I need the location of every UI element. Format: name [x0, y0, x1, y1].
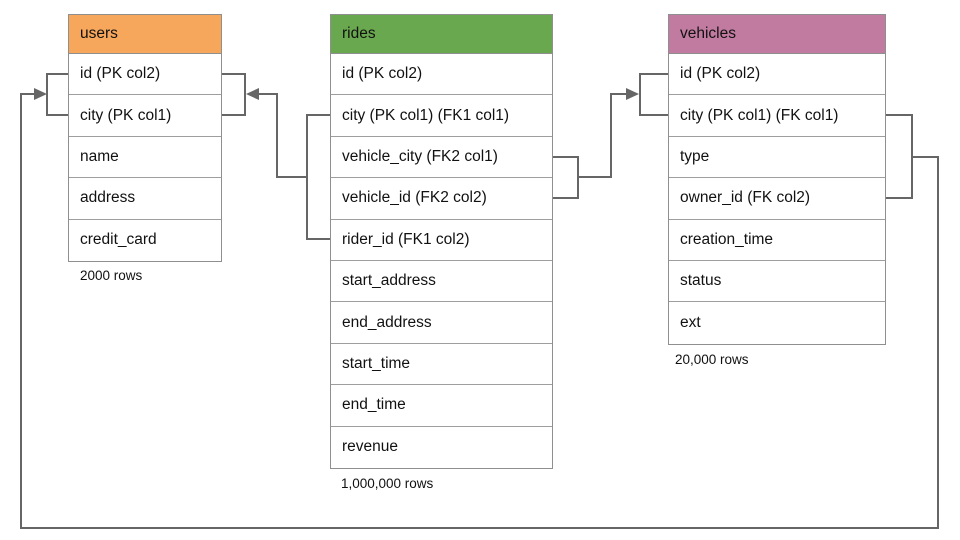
table-row: status: [669, 260, 885, 303]
table-users: users id (PK col2) city (PK col1) name a…: [68, 14, 222, 262]
table-vehicles-header: vehicles: [669, 15, 885, 54]
table-row: end_address: [331, 302, 552, 344]
table-users-header: users: [69, 15, 221, 54]
table-row: ext: [669, 302, 885, 344]
fk2-arrowhead-icon: [626, 88, 639, 100]
table-row: creation_time: [669, 219, 885, 261]
vehicles-fk-bracket-right: [886, 114, 913, 199]
table-rides-header: rides: [331, 15, 552, 54]
table-row: id (PK col2): [669, 54, 885, 96]
rides-fk1-bracket-left: [306, 114, 330, 240]
table-row: id (PK col2): [69, 54, 221, 96]
table-row: owner_id (FK col2): [669, 178, 885, 220]
vehicles-pk-bracket-left: [639, 73, 668, 116]
table-row: city (PK col1) (FK col1): [669, 95, 885, 137]
fk1-arrowhead-icon: [246, 88, 259, 100]
table-row: end_time: [331, 385, 552, 427]
table-vehicles: vehicles id (PK col2) city (PK col1) (FK…: [668, 14, 886, 345]
rides-fk2-bracket-right: [553, 156, 579, 199]
table-row: id (PK col2): [331, 54, 552, 96]
fk1-rides-to-users-connector: [222, 73, 330, 240]
users-pk-bracket-right: [222, 73, 246, 116]
table-row: rider_id (FK1 col2): [331, 219, 552, 261]
fk2-elbow-line: [578, 93, 627, 178]
fk-arrowhead-icon: [34, 88, 47, 100]
table-row: city (PK col1) (FK1 col1): [331, 95, 552, 137]
users-row-count: 2000 rows: [80, 268, 143, 283]
table-row: vehicle_city (FK2 col1): [331, 136, 552, 179]
table-row: credit_card: [69, 219, 221, 261]
rides-row-count: 1,000,000 rows: [341, 476, 434, 491]
table-row: revenue: [331, 426, 552, 468]
table-rides: rides id (PK col2) city (PK col1) (FK1 c…: [330, 14, 553, 469]
table-row: city (PK col1): [69, 95, 221, 137]
table-row: address: [69, 178, 221, 220]
table-row: start_address: [331, 260, 552, 303]
users-pk-bracket-left: [46, 73, 68, 116]
fk2-rides-to-vehicles-connector: [553, 73, 668, 199]
table-row: start_time: [331, 343, 552, 386]
table-row: name: [69, 136, 221, 179]
table-row: type: [669, 136, 885, 179]
fk1-elbow-line: [258, 93, 307, 178]
vehicles-row-count: 20,000 rows: [675, 352, 749, 367]
table-row: vehicle_id (FK2 col2): [331, 178, 552, 220]
